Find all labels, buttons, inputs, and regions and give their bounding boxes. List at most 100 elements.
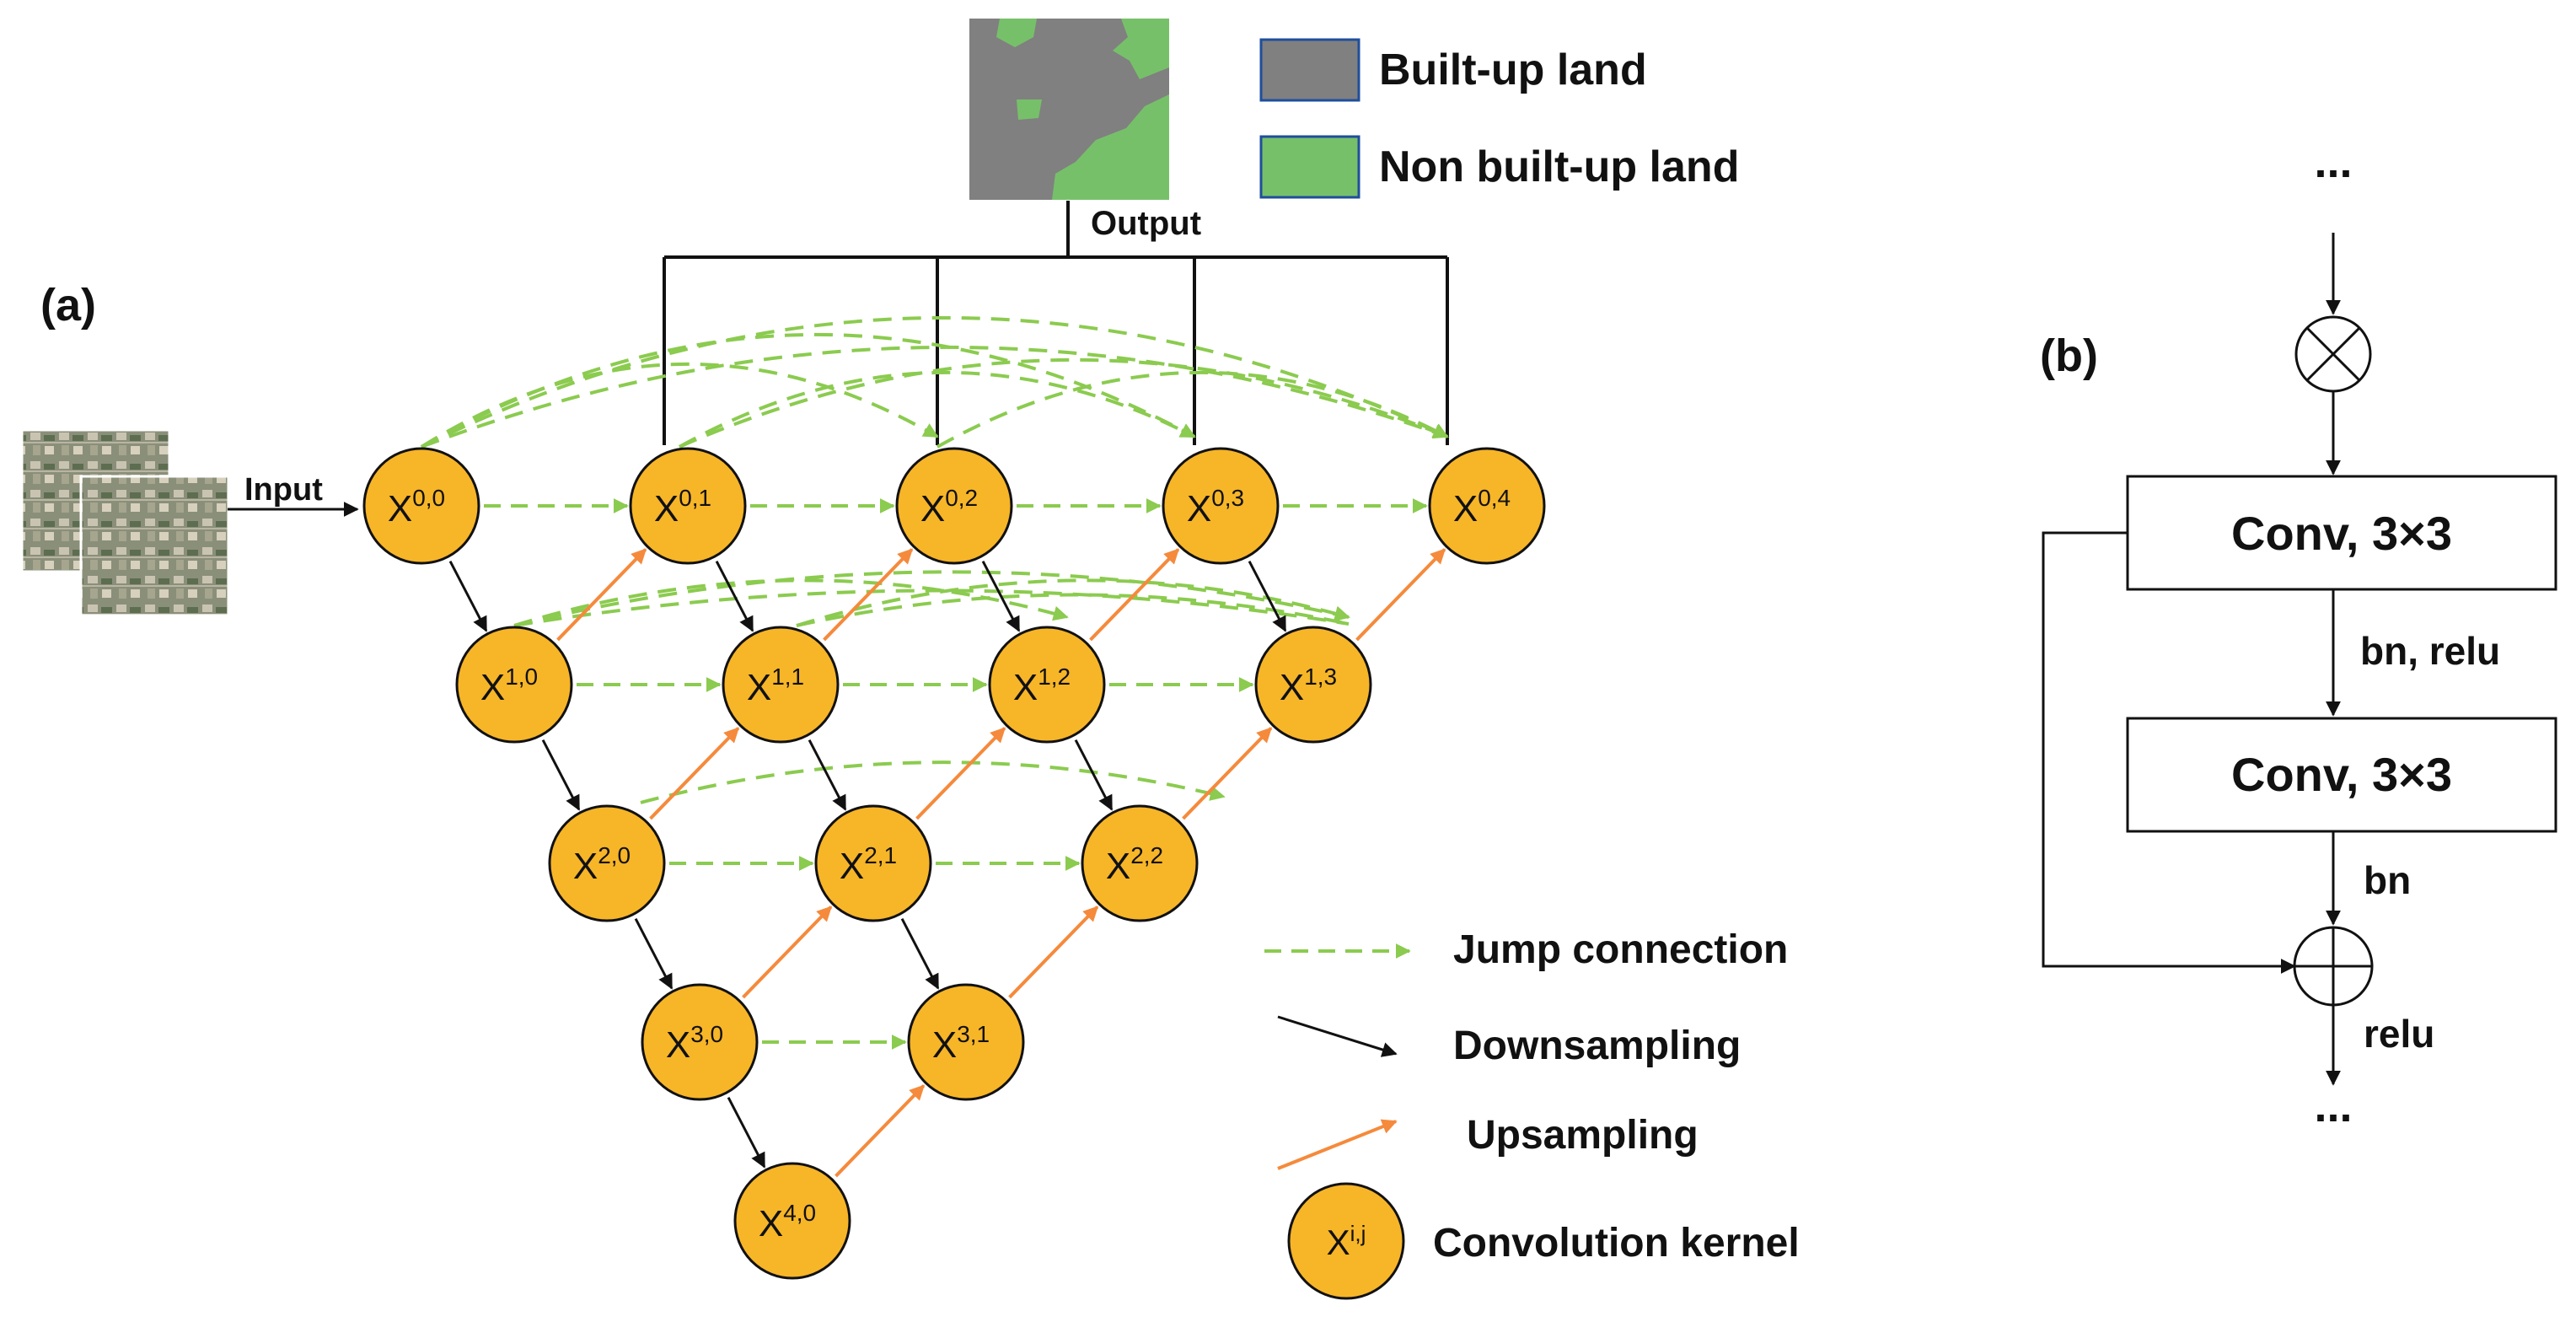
long-jump-arcs [420, 315, 1449, 804]
upsampling-arrow [649, 727, 740, 820]
panel-a-label: (a) [40, 280, 96, 330]
conv-node-label: X1,3 [1280, 664, 1337, 708]
conv-node-label: X0,3 [1187, 485, 1244, 529]
upsampling-arrow [1089, 548, 1180, 642]
conv-node-circle [1081, 804, 1199, 922]
legend-up-label: Upsampling [1467, 1113, 1699, 1158]
downsampling-arrow [634, 917, 674, 990]
output-legend: Built-up land Non built-up land [1259, 38, 1739, 199]
input-image-front [79, 475, 230, 617]
conv-node-label: X1,0 [480, 664, 538, 708]
conv-node: X4,0 [733, 1162, 851, 1280]
ellipsis-top: ... [2314, 137, 2352, 187]
upsampling-arrow [835, 1084, 926, 1178]
residual-skip-path [2042, 531, 2296, 974]
legend-swatch-builtup [1259, 38, 1360, 102]
conv-node: X2,0 [548, 804, 666, 922]
conv2-box [2126, 717, 2557, 833]
upsampling-arrow [556, 548, 647, 642]
output-map-nonbuilt-region [1052, 19, 1169, 200]
conv-node-label: X3,1 [932, 1021, 990, 1066]
conv-node-label: X0,2 [920, 485, 978, 529]
conv-node: X1,3 [1254, 626, 1372, 744]
downsampling-arrow [900, 917, 940, 990]
output-map-nonbuilt-patch [996, 19, 1037, 47]
conv-node: X0,1 [629, 447, 747, 565]
legend-kernel-symbol: Xi,j [1327, 1221, 1366, 1262]
conv-node-circle [1428, 447, 1546, 565]
conv-node-circle [722, 626, 840, 744]
legend-jump-label: Jump connection [1453, 927, 1788, 972]
conv-node-circle [455, 626, 573, 744]
panel-a: (a) Input Output Built-up land Non built… [20, 19, 1800, 1300]
legend-up-line [1277, 1119, 1398, 1170]
upsampling-arrow [1355, 548, 1446, 642]
conv-node-circle [641, 983, 759, 1101]
conv-node-label: X4,0 [759, 1200, 816, 1244]
conv-node-circle [895, 447, 1013, 565]
node-layer: X0,0 X0,1 X0,2 X0,3 X0,4X1,0 X1,1 X1,2 X1,3X2,0… [362, 447, 1546, 1280]
input-label: Input [244, 472, 323, 508]
conv-node-label: X2,1 [840, 842, 897, 887]
upsampling-arrow [742, 906, 833, 999]
output-map [969, 19, 1169, 200]
legend-down-line [1277, 1015, 1398, 1057]
conv-node: X1,0 [455, 626, 573, 744]
conv2-label: Conv, 3×3 [2231, 748, 2452, 801]
conv-node: X0,3 [1162, 447, 1280, 565]
edge-layer [448, 498, 1446, 1178]
conv-node-label: X2,0 [573, 842, 631, 887]
conv-node-label: X3,0 [666, 1021, 723, 1066]
conv-node-circle [362, 447, 480, 565]
conv-node-label: X2,2 [1106, 842, 1163, 887]
add-op [2293, 926, 2374, 1007]
downsampling-arrow [808, 739, 847, 811]
downsampling-arrow [1074, 739, 1114, 811]
conv-node: X1,2 [988, 626, 1106, 744]
output-bracket [663, 201, 1449, 445]
conv-node-circle [733, 1162, 851, 1280]
connection-legend: Jump connection Downsampling Upsampling … [1264, 927, 1800, 1300]
downsampling-arrow [1248, 560, 1287, 632]
conv-node-label: X0,1 [654, 485, 711, 529]
conv-node: X0,0 [362, 447, 480, 565]
after-conv1-label: bn, relu [2360, 629, 2500, 673]
downsampling-arrow [541, 739, 581, 811]
conv-node: X0,2 [895, 447, 1013, 565]
legend-label-builtup: Built-up land [1379, 46, 1647, 94]
conv-node-circle [629, 447, 747, 565]
conv-node-circle [548, 804, 666, 922]
upsampling-arrow [1008, 906, 1099, 999]
conv-node-circle [1254, 626, 1372, 744]
ellipsis-bottom: ... [2314, 1081, 2352, 1131]
conv-node: X3,0 [641, 983, 759, 1101]
input-image-stack [20, 428, 230, 617]
legend-kernel-circle [1287, 1182, 1405, 1300]
conv-node-circle [988, 626, 1106, 744]
conv-node: X0,4 [1428, 447, 1546, 565]
after-conv2-label: bn [2364, 858, 2411, 902]
downsampling-arrow [715, 560, 754, 632]
conv1-label: Conv, 3×3 [2231, 507, 2452, 560]
downsampling-arrow [981, 560, 1021, 632]
conv-node-label: X1,2 [1013, 664, 1071, 708]
panel-b: (b) ... Conv, 3×3 bn, relu Conv, 3×3 bn … [2040, 137, 2557, 1131]
legend-down-label: Downsampling [1453, 1024, 1741, 1068]
conv-node: X1,1 [722, 626, 840, 744]
conv-node-circle [907, 983, 1025, 1101]
downsampling-arrow [727, 1096, 766, 1169]
legend-swatch-nonbuilt [1259, 135, 1360, 199]
after-add-label: relu [2364, 1012, 2434, 1056]
conv-node: X2,2 [1081, 804, 1199, 922]
conv-node-circle [814, 804, 932, 922]
conv-node-circle [1162, 447, 1280, 565]
legend-label-nonbuilt: Non built-up land [1379, 142, 1739, 191]
conv-node: X2,1 [814, 804, 932, 922]
output-map-nonbuilt-patch [1017, 99, 1042, 120]
upsampling-arrow [1182, 727, 1273, 820]
conv-node: X3,1 [907, 983, 1025, 1101]
upsampling-arrow [915, 727, 1006, 820]
multiply-op [2294, 315, 2372, 393]
